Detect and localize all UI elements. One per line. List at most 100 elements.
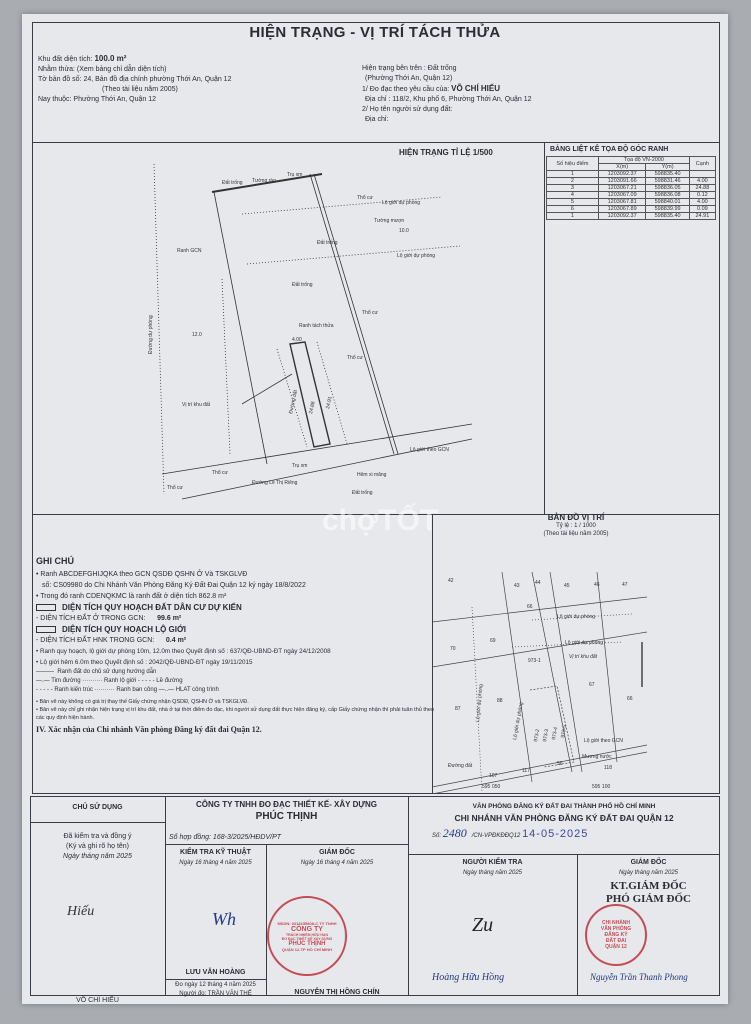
coord-cell: 1203067.89: [597, 205, 647, 213]
edge-length: 24.91: [325, 396, 334, 410]
director-title: GIÁM ĐỐC: [319, 849, 355, 856]
stamp-text: MSDN: 0313155808-C.TY TNHH: [277, 920, 337, 926]
legend-item: HLAT công trình: [175, 687, 219, 693]
company-brand: PHÚC THỊNH: [255, 811, 318, 822]
map-sheet: Tờ bản đồ số: 24, Bản đồ địa chính phườn…: [38, 76, 232, 83]
stamp-text: ĐĂNG KÝ: [604, 932, 628, 938]
coord-cell: 24.88: [688, 184, 717, 192]
map-label: Vị trí khu đất: [182, 402, 211, 408]
office-director-title: GIÁM ĐỐC: [630, 859, 667, 866]
parcel-number: 66: [527, 604, 533, 610]
coord-cell: 1203091.66: [597, 177, 647, 185]
notes-section: GHI CHÚ • Ranh ABCDEFGHIJQKA theo GCN QS…: [36, 556, 435, 734]
parcel-number: 42: [448, 578, 454, 584]
map-label: Lộ giới dự phòng: [382, 200, 420, 206]
area-value: 100.0 m²: [94, 54, 127, 63]
note: • Trong đó ranh CDENQKMC là ranh đất ở d…: [36, 593, 227, 600]
map-label: Lộ giới dự phòng: [397, 253, 435, 259]
divider: [544, 142, 545, 514]
map-label: Lộ giới dự phòng: [565, 640, 603, 646]
map-source: (Theo tài liệu năm 2005): [102, 86, 178, 93]
coord-cell: 3: [546, 184, 599, 192]
legend-title: DIỆN TÍCH QUY HOẠCH ĐẤT DÂN CƯ DỰ KIẾN: [62, 603, 242, 612]
parcel-number: 88: [497, 698, 503, 704]
note: • Bản vẽ này không có giá trị thay thế G…: [36, 699, 249, 705]
coord-cell: 598831.46: [645, 177, 690, 185]
coord-cell: 5: [546, 198, 599, 206]
parcel-number: 69: [490, 638, 496, 644]
office-name: VĂN PHÒNG ĐĂNG KÝ ĐẤT ĐAI THÀNH PHỐ HỒ C…: [472, 803, 656, 810]
parcel-number: 66: [627, 696, 633, 702]
map-label: 4.00: [292, 337, 302, 343]
map-label: 10.0: [399, 228, 409, 234]
coord-cell: 598836.08: [645, 191, 690, 199]
stamp-text: PHÚC THỊNH: [288, 940, 326, 947]
checker-signature: Zu: [472, 914, 494, 936]
map-label: Lộ giới dự phòng: [475, 684, 484, 723]
map-label: Ranh GCN: [177, 248, 202, 254]
edge-length: 24.88: [308, 401, 317, 415]
document-frame: [32, 22, 720, 794]
note: số: CS09980 do Chi Nhánh Văn Phòng Đăng …: [42, 582, 306, 589]
location-map-title: BẢN ĐỒ VỊ TRÍ: [547, 513, 605, 522]
survey-document: HIỆN TRẠNG - VỊ TRÍ TÁCH THỬA Khu đất di…: [22, 14, 728, 1004]
stamp-text: TRÁCH NHIỆM HỮU HẠN: [286, 932, 328, 937]
divider: [165, 796, 166, 996]
requester-label: 1/ Đo đạc theo yêu cầu của:: [362, 86, 452, 93]
area-label: - DIỆN TÍCH ĐẤT Ở TRONG GCN:: [36, 615, 146, 622]
map-label: Trụ xm: [287, 172, 302, 178]
map-label: Lộ giới theo GCN: [584, 738, 623, 744]
survey-date: Đo ngày 12 tháng 4 năm 2025: [175, 982, 256, 988]
tech-check-name: LƯU VĂN HOÀNG: [185, 969, 246, 976]
parcel-number: 44: [535, 580, 541, 586]
divider: [165, 979, 266, 980]
parcel-number: 43: [514, 583, 520, 589]
stamp-text: CHI NHÁNH: [601, 920, 631, 926]
map-label: Đường dự phòng: [148, 315, 154, 354]
col-edge: Cạnh: [688, 156, 717, 171]
checker-name: Hoàng Hữu Hồng: [432, 972, 505, 983]
map-label: Đất trống: [317, 240, 338, 246]
company-name: CÔNG TY TNHH ĐO ĐẠC THIẾT KẾ- XÂY DỰNG: [195, 800, 377, 809]
note: • Ranh ABCDEFGHIJQKA theo GCN QSDĐ QSHN …: [36, 571, 248, 578]
coord-cell: 1: [546, 212, 599, 220]
divider: [577, 854, 578, 996]
coord-cell: 6: [546, 205, 599, 213]
parcel-number: 973-5: [560, 724, 568, 738]
land-user-address: Địa chỉ:: [365, 116, 389, 123]
map-label: Đường đất: [448, 763, 473, 769]
map-label: Vị trí khu đất: [569, 653, 598, 660]
director-name: NGUYỄN THỊ HỒNG CHÍN: [294, 989, 380, 996]
coord-cell: 4.00: [688, 177, 717, 185]
parcel-number: 46: [594, 582, 600, 588]
parcel-number: 56: [557, 761, 563, 767]
coord-cell: 598840.01: [645, 198, 690, 206]
location-map-source: (Theo tài liệu năm 2005): [543, 531, 609, 537]
area-value: 99.6 m²: [157, 615, 182, 622]
parcel-number: 118: [604, 765, 612, 771]
parcel-number: 47: [622, 582, 628, 588]
tech-check-title: KIỂM TRA KỸ THUẬT: [180, 849, 251, 856]
coord-cell: 598835.40: [645, 212, 690, 220]
requester-address: Địa chỉ : 118/2, Khu phố 6, Phường Thới …: [365, 96, 532, 103]
parcel-info: Khu đất diện tích: 100.0 m² Nhằm thửa: (…: [38, 54, 231, 105]
grid-label: 100: [602, 784, 611, 790]
coord-cell: 1203092.37: [597, 170, 647, 178]
coord-cell: 1203067.81: [597, 198, 647, 206]
divider: [266, 844, 267, 996]
coord-cell: 1: [546, 170, 599, 178]
map-label: Đường Lê Thị Riêng: [252, 480, 298, 486]
signature-block: [30, 796, 720, 996]
map-label: Lộ giới dự phòng: [512, 702, 525, 741]
office-director-date: Ngày tháng năm 2025: [618, 870, 679, 876]
current-ward: Nay thuộc: Phường Thới An, Quận 12: [38, 96, 157, 103]
parcel-number: 70: [450, 646, 456, 652]
number-label: Số:: [432, 833, 442, 839]
request-info: Hiện trạng bên trên : Đất trống (Phường …: [362, 64, 532, 125]
current-state-map: Tường rào Trụ xm Đất trống Thổ cư Lộ giớ…: [148, 163, 473, 500]
document-title: HIỆN TRẠNG - VỊ TRÍ TÁCH THỬA: [249, 24, 501, 41]
watermark: chợTỐT: [322, 504, 439, 537]
